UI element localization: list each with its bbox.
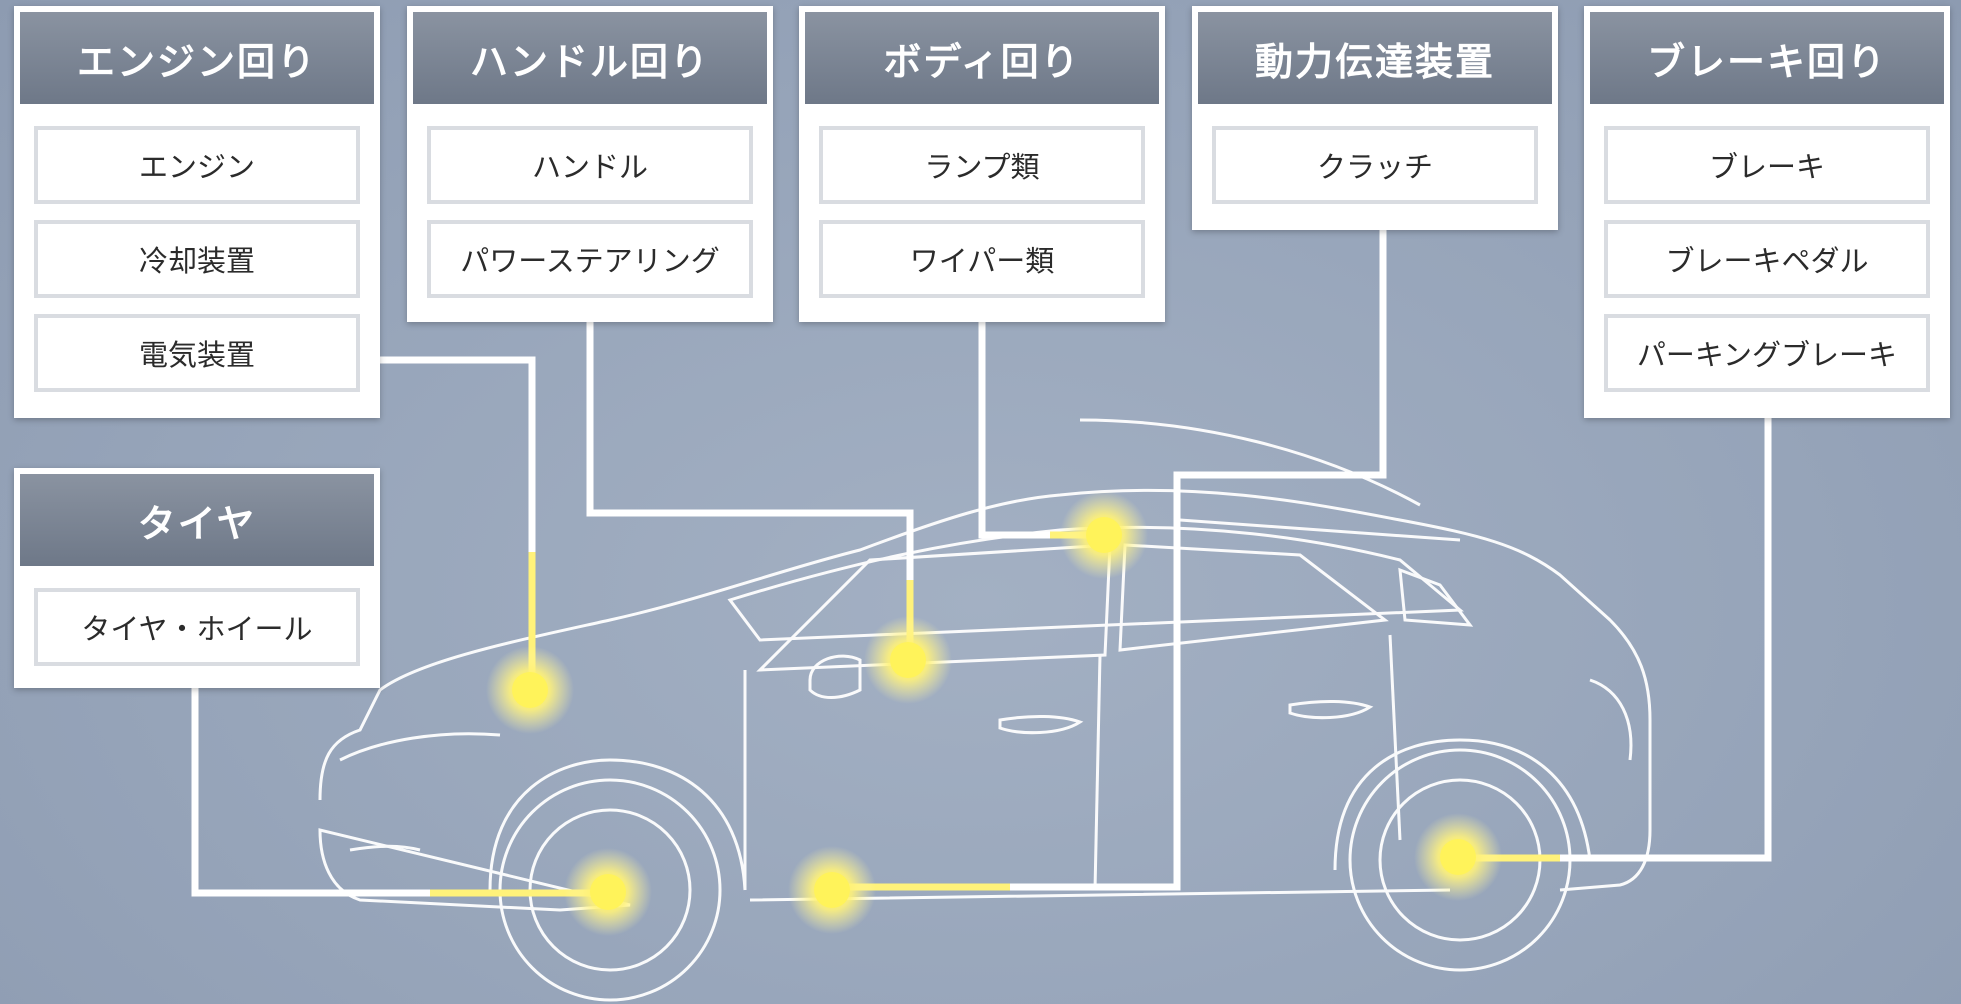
panel-body: ボディ回り ランプ類 ワイパー類 xyxy=(799,6,1165,322)
panel-title: ハンドル回り xyxy=(413,12,767,104)
panel-title: エンジン回り xyxy=(20,12,374,104)
hotspot-clutch xyxy=(788,846,876,934)
item-steering-wheel[interactable]: ハンドル xyxy=(427,126,753,204)
item-lamps[interactable]: ランプ類 xyxy=(819,126,1145,204)
panel-title: ブレーキ回り xyxy=(1590,12,1944,104)
panel-engine: エンジン回り エンジン 冷却装置 電気装置 xyxy=(14,6,380,418)
hotspot-tire xyxy=(564,848,652,936)
item-power-steering[interactable]: パワーステアリング xyxy=(427,220,753,298)
panel-title: 動力伝達装置 xyxy=(1198,12,1552,104)
panel-steering: ハンドル回り ハンドル パワーステアリング xyxy=(407,6,773,322)
hotspot-engine xyxy=(486,646,574,734)
item-cooling[interactable]: 冷却装置 xyxy=(34,220,360,298)
panel-tires: タイヤ タイヤ・ホイール xyxy=(14,468,380,688)
panel-drivetrain: 動力伝達装置 クラッチ xyxy=(1192,6,1558,230)
connector-highlights xyxy=(430,531,1560,897)
hotspots xyxy=(486,491,1502,936)
hotspot-steering xyxy=(864,616,952,704)
hotspot-body xyxy=(1060,491,1148,579)
panel-title: タイヤ xyxy=(20,474,374,566)
item-electrical[interactable]: 電気装置 xyxy=(34,314,360,392)
item-brake[interactable]: ブレーキ xyxy=(1604,126,1930,204)
item-engine[interactable]: エンジン xyxy=(34,126,360,204)
item-brake-pedal[interactable]: ブレーキペダル xyxy=(1604,220,1930,298)
item-tire-wheel[interactable]: タイヤ・ホイール xyxy=(34,588,360,666)
item-wipers[interactable]: ワイパー類 xyxy=(819,220,1145,298)
car-outline xyxy=(318,418,1652,1002)
hotspot-brake xyxy=(1414,813,1502,901)
panel-brakes: ブレーキ回り ブレーキ ブレーキペダル パーキングブレーキ xyxy=(1584,6,1950,418)
item-clutch[interactable]: クラッチ xyxy=(1212,126,1538,204)
item-parking-brake[interactable]: パーキングブレーキ xyxy=(1604,314,1930,392)
panel-title: ボディ回り xyxy=(805,12,1159,104)
connector-lines xyxy=(191,230,1772,897)
